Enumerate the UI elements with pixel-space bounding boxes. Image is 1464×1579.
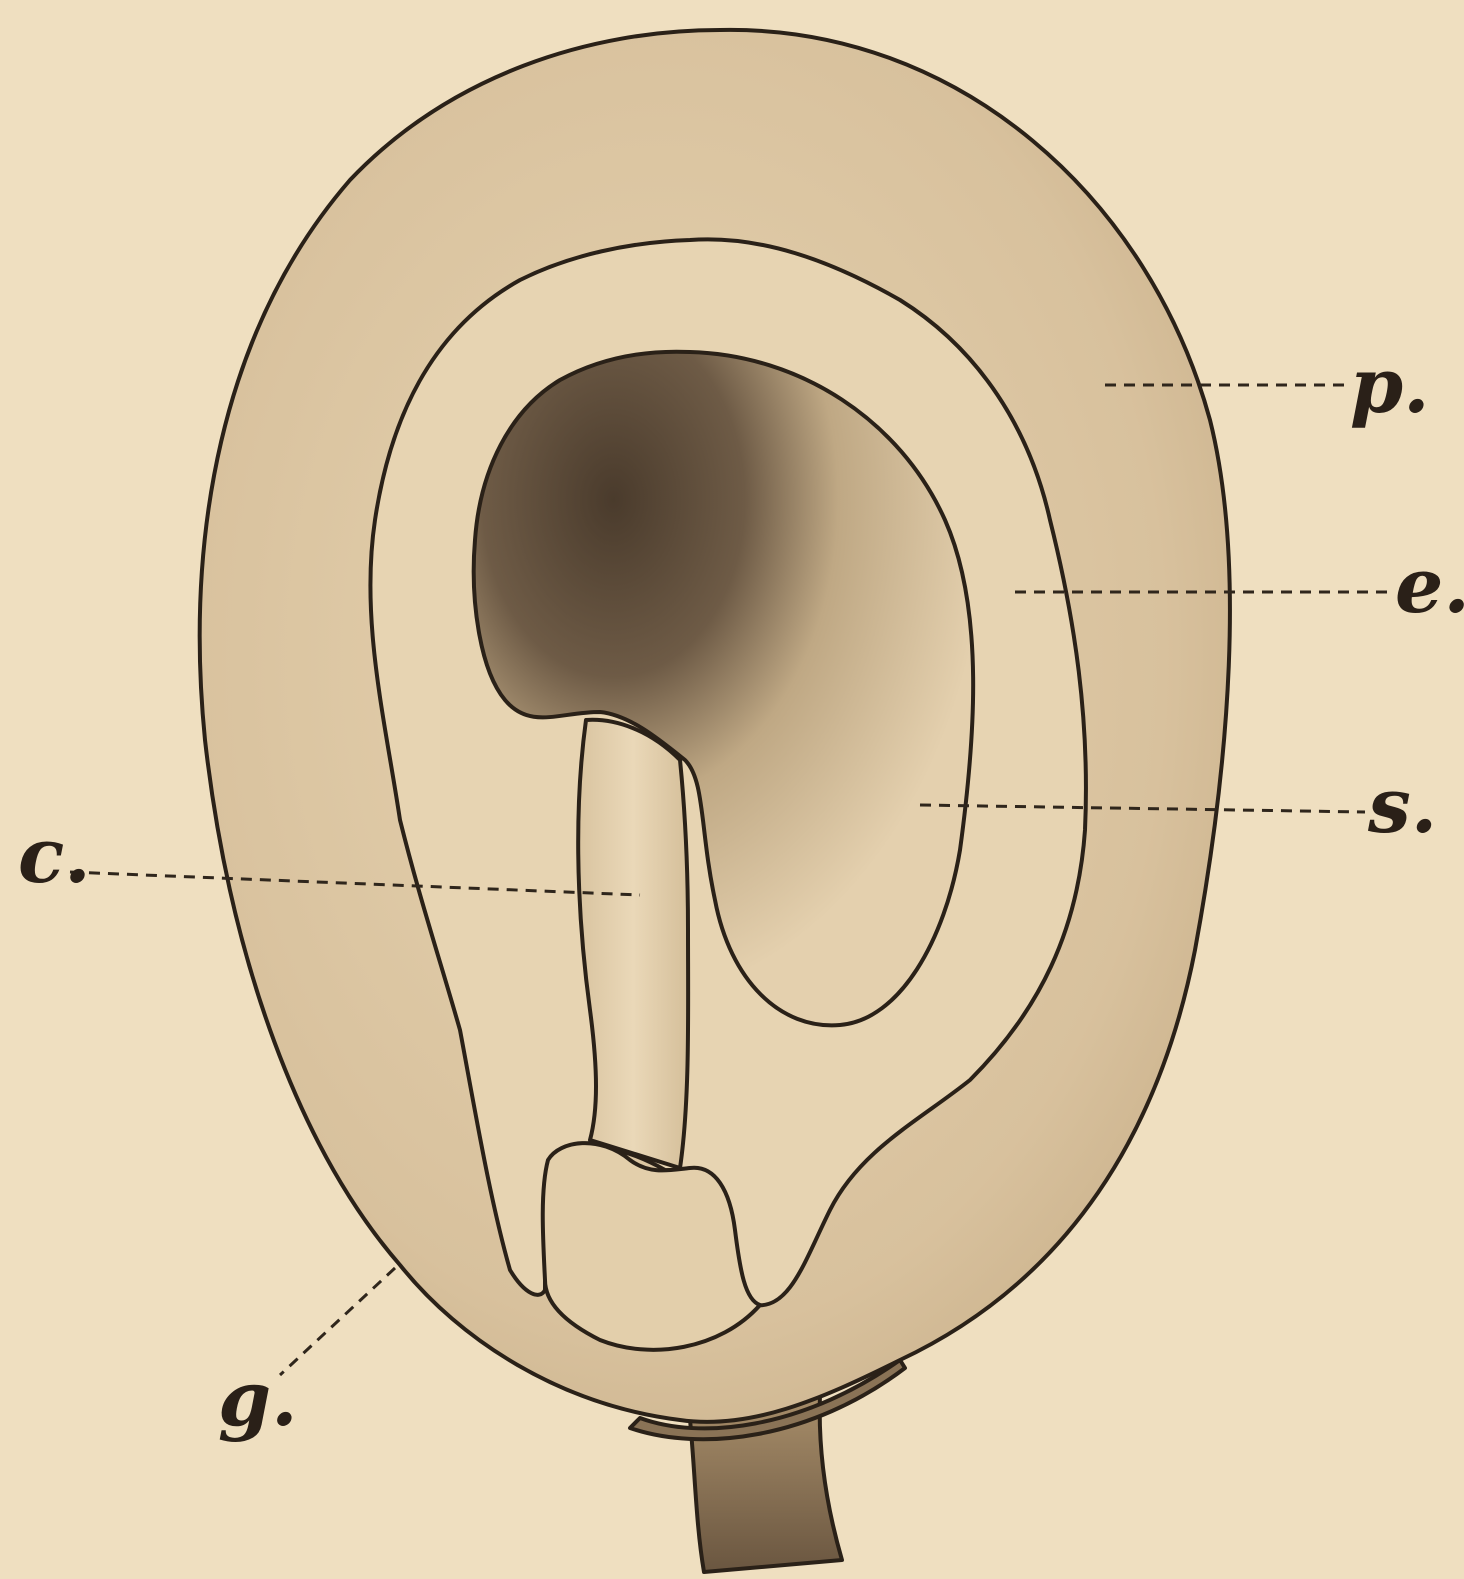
label-e: e. <box>1395 541 1464 630</box>
label-g: g. <box>218 1354 298 1443</box>
label-p: p. <box>1350 341 1430 430</box>
label-c: c. <box>18 811 91 900</box>
label-s: s. <box>1367 761 1437 850</box>
radicle <box>578 720 688 1168</box>
